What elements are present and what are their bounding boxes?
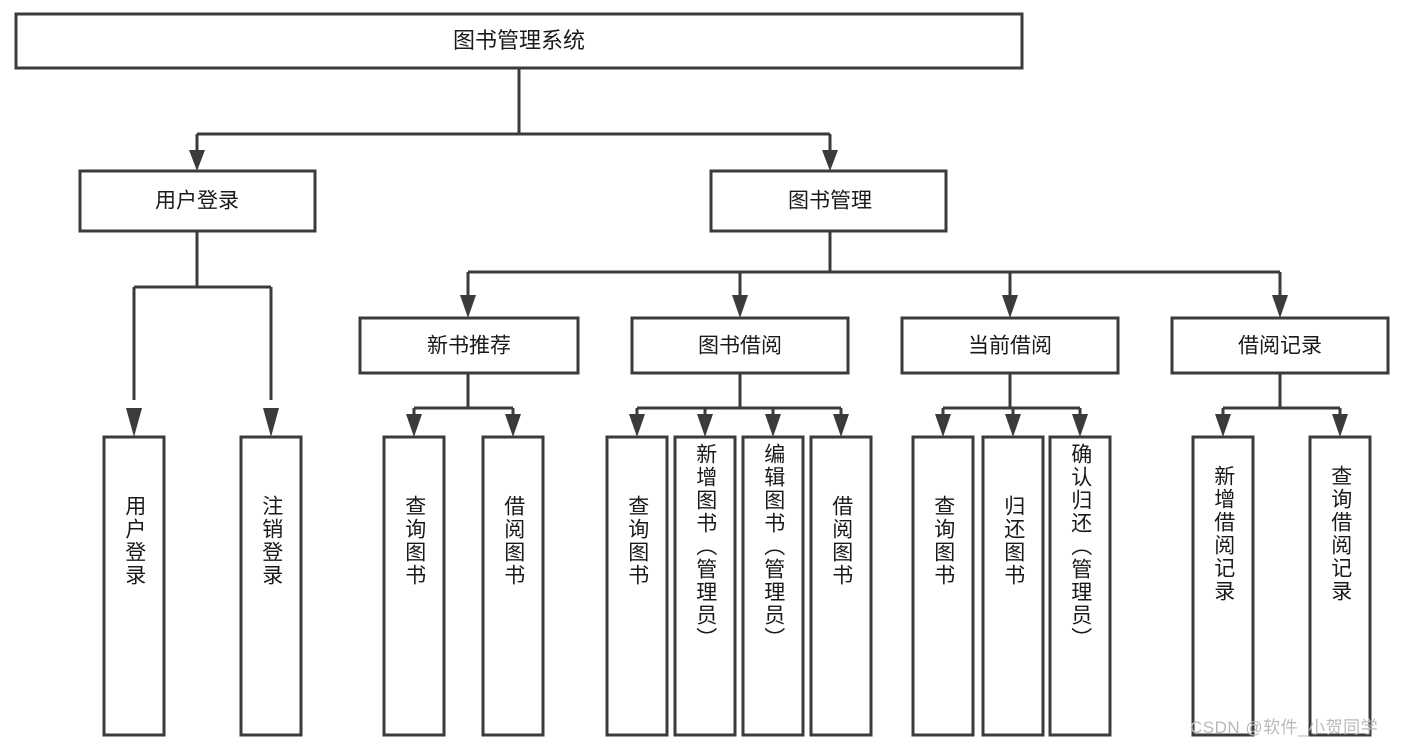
node-user-login[interactable]: 用户登录 xyxy=(78,169,317,233)
node-book-manage-box[interactable] xyxy=(709,169,948,233)
node-current-borrow-box[interactable] xyxy=(900,316,1120,375)
node-book-borrow-box[interactable] xyxy=(630,316,850,375)
node-book-manage[interactable]: 图书管理 xyxy=(709,169,948,233)
node-new-book-recommend-label: 新书推荐 xyxy=(427,335,511,358)
arrow-to-current-borrow xyxy=(1002,295,1018,318)
leaf-box-query-book-3[interactable] xyxy=(911,435,975,737)
node-book-borrow[interactable]: 图书借阅 xyxy=(630,316,850,375)
leaf-box-user-login[interactable] xyxy=(102,435,166,737)
arrow-to-leaf-edit-book xyxy=(765,414,781,437)
leaf-box-layer xyxy=(102,435,1372,737)
node-book-borrow-label: 图书借阅 xyxy=(698,335,782,358)
arrow-to-leaf-borrow-book-1 xyxy=(505,414,521,437)
node-borrow-record-label: 借阅记录 xyxy=(1238,335,1322,358)
arrow-to-leaf-return-book xyxy=(1005,414,1021,437)
node-root-box[interactable] xyxy=(14,12,1024,70)
node-borrow-record[interactable]: 借阅记录 xyxy=(1170,316,1390,375)
arrow-to-borrow-record xyxy=(1272,295,1288,318)
node-borrow-record-box[interactable] xyxy=(1170,316,1390,375)
node-root[interactable]: 图书管理系统 xyxy=(14,12,1024,70)
connector-layer xyxy=(126,68,1348,437)
arrow-to-user-login xyxy=(189,150,205,171)
node-user-login-label: 用户登录 xyxy=(155,190,239,213)
node-user-login-box[interactable] xyxy=(78,169,317,233)
arrow-to-leaf-query-book-1 xyxy=(406,414,422,437)
leaf-box-borrow-book-1[interactable] xyxy=(481,435,545,737)
leaf-box-return-book[interactable] xyxy=(981,435,1045,737)
leaf-box-borrow-book-2[interactable] xyxy=(809,435,873,737)
node-current-borrow-label: 当前借阅 xyxy=(968,335,1052,358)
arrow-to-leaf-confirm-return xyxy=(1072,414,1088,437)
arrow-to-leaf-query-record xyxy=(1332,414,1348,437)
node-book-manage-label: 图书管理 xyxy=(788,190,872,213)
arrow-to-leaf-query-book-3 xyxy=(935,414,951,437)
arrow-to-leaf-query-book-2 xyxy=(629,414,645,437)
arrow-to-book-borrow xyxy=(732,295,748,318)
arrow-to-book-manage xyxy=(822,150,838,171)
arrow-to-leaf-borrow-book-2 xyxy=(833,414,849,437)
arrow-to-leaf-add-book xyxy=(697,414,713,437)
leaf-box-add-record[interactable] xyxy=(1191,435,1255,737)
arrow-to-leaf-user-login xyxy=(126,408,142,437)
leaf-box-confirm-return[interactable] xyxy=(1048,435,1112,737)
leaf-box-logout[interactable] xyxy=(239,435,303,737)
leaf-box-query-book-2[interactable] xyxy=(605,435,669,737)
node-root-label: 图书管理系统 xyxy=(453,28,585,53)
arrow-to-new-book xyxy=(460,295,476,318)
node-current-borrow[interactable]: 当前借阅 xyxy=(900,316,1120,375)
leaf-box-edit-book[interactable] xyxy=(741,435,805,737)
arrow-to-leaf-add-record xyxy=(1215,414,1231,437)
leaf-box-query-record[interactable] xyxy=(1308,435,1372,737)
node-new-book-recommend[interactable]: 新书推荐 xyxy=(358,316,580,375)
leaf-box-add-book[interactable] xyxy=(673,435,737,737)
node-new-book-recommend-box[interactable] xyxy=(358,316,580,375)
watermark-text: CSDN @软件_小贺同学 xyxy=(1190,718,1379,737)
leaf-box-query-book-1[interactable] xyxy=(382,435,446,737)
arrow-to-leaf-logout xyxy=(263,408,279,437)
